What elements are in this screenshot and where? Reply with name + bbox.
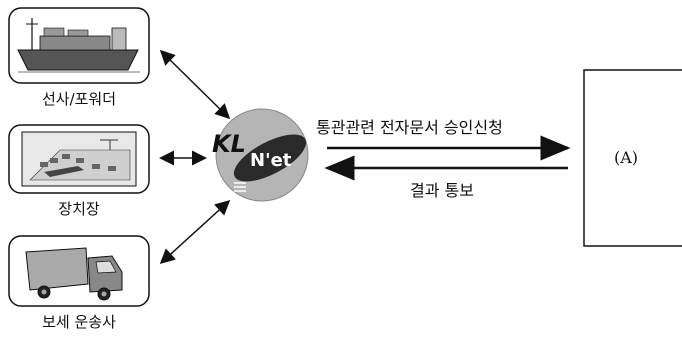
transport-box <box>8 235 150 307</box>
shipper-label: 선사/포워더 <box>41 90 117 108</box>
cargo-ship-icon <box>17 18 140 73</box>
terminal-label: 장치장 <box>58 200 100 218</box>
transport-hub-connector <box>159 199 231 265</box>
hub-logo-main: KL <box>212 130 246 158</box>
target-label: (A) <box>614 148 639 167</box>
shipper-box <box>8 7 150 84</box>
result-label: 결과 통보 <box>410 181 474 200</box>
hub-logo-sub: N'et <box>250 150 292 171</box>
shipper-hub-connector <box>159 49 231 120</box>
transport-label: 보세 운송사 <box>42 313 116 331</box>
container-terminal-icon <box>21 131 137 187</box>
klnet-logo-icon: KL N'et <box>212 108 309 202</box>
target-box <box>583 69 682 247</box>
klnet-lines-mark <box>234 182 246 192</box>
delivery-truck-icon <box>25 247 123 301</box>
terminal-box <box>8 124 150 194</box>
request-label: 통관관련 전자문서 승인신청 <box>316 118 503 137</box>
